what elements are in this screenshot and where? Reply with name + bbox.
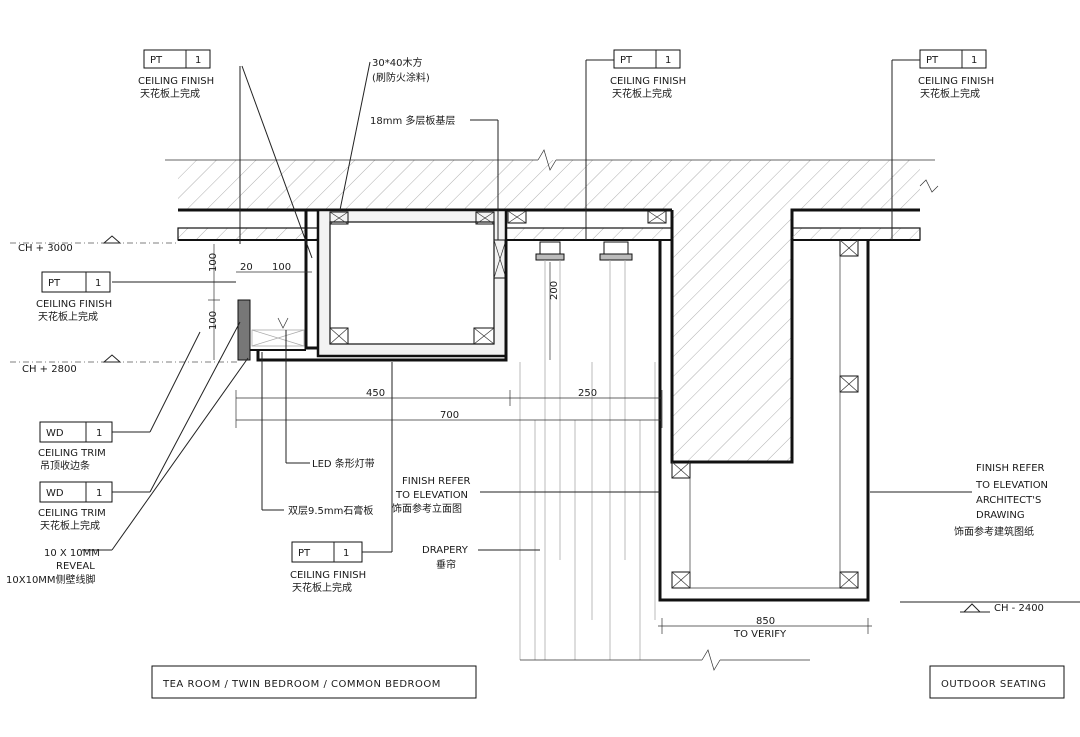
svg-text:PT: PT — [150, 55, 163, 66]
room-label-right: OUTDOOR SEATING — [929, 665, 1065, 699]
dim-450: 450 — [366, 388, 385, 399]
reveal-note-cn: 10X10MM侧壁线脚 — [6, 573, 96, 586]
svg-text:PT: PT — [298, 548, 311, 559]
dim-700: 700 — [440, 410, 459, 421]
svg-text:1: 1 — [195, 55, 201, 66]
svg-text:OUTDOOR SEATING: OUTDOOR SEATING — [941, 679, 1046, 690]
ceiling-finish-en-2: CEILING FINISH — [610, 76, 686, 87]
level-ch-3000: CH + 3000 — [18, 243, 73, 254]
ceiling-finish-en-5: CEILING FINISH — [290, 570, 366, 581]
tag-wd-upper: WD 1 — [39, 421, 113, 443]
reveal-note-1: 10 X 10MM — [44, 548, 100, 559]
wood-member-note: 30*40木方 — [372, 56, 422, 69]
tag-pt-top-left: PT 1 — [143, 49, 211, 69]
svg-text:1: 1 — [343, 548, 349, 559]
reveal-note-2: REVEAL — [56, 561, 95, 572]
svg-text:1: 1 — [95, 278, 101, 289]
ceiling-finish-cn-1: 天花板上完成 — [140, 87, 200, 100]
ceiling-finish-cn-4: 天花板上完成 — [38, 310, 98, 323]
tag-wd-lower: WD 1 — [39, 481, 113, 503]
ceiling-finish-en-3: CEILING FINISH — [918, 76, 994, 87]
ceiling-trim-cn-2: 天花板上完成 — [40, 519, 100, 532]
drapery-en: DRAPERY — [422, 545, 469, 556]
svg-text:WD: WD — [46, 428, 64, 439]
dim-100-upper: 100 — [208, 253, 219, 272]
dim-100-lower: 100 — [208, 311, 219, 330]
drapery-lines — [519, 362, 656, 660]
arch-note-1: FINISH REFER — [976, 463, 1045, 474]
ceiling-finish-cn-5: 天花板上完成 — [292, 581, 352, 594]
dim-250: 250 — [578, 388, 597, 399]
arch-note-cn: 饰面参考建筑图纸 — [954, 525, 1034, 538]
ceiling-trim-cn-1: 吊顶收边条 — [40, 459, 90, 472]
tag-pt-top-mid: PT 1 — [613, 49, 681, 69]
concrete-slab — [165, 149, 939, 464]
level-ch-2800: CH + 2800 — [22, 364, 77, 375]
ceiling-board-layers — [177, 227, 921, 241]
ceiling-finish-en-4: CEILING FINISH — [36, 299, 112, 310]
ceiling-trim-en-2: CEILING TRIM — [38, 508, 106, 519]
ceiling-finish-en-1: CEILING FINISH — [138, 76, 214, 87]
ceiling-finish-cn-3: 天花板上完成 — [920, 87, 980, 100]
svg-text:1: 1 — [96, 488, 102, 499]
arch-note-3: ARCHITECT'S — [976, 495, 1041, 506]
arch-note-4: DRAWING — [976, 510, 1025, 521]
svg-text:1: 1 — [96, 428, 102, 439]
tag-pt-top-right: PT 1 — [919, 49, 987, 69]
section-break-line — [520, 649, 810, 671]
light-fixtures — [535, 241, 633, 660]
dimension-lines — [208, 244, 872, 634]
ceiling-trim-en-1: CEILING TRIM — [38, 448, 106, 459]
dim-20: 20 — [240, 262, 253, 273]
drapery-cn: 垂帘 — [436, 558, 456, 571]
ceiling-finish-cn-2: 天花板上完成 — [612, 87, 672, 100]
finish-refer-cn: 饰面参考立面图 — [392, 502, 462, 515]
svg-text:1: 1 — [665, 55, 671, 66]
tag-pt-left-mid: PT 1 — [41, 271, 111, 293]
to-verify-note: TO VERIFY — [733, 629, 787, 640]
plywood-note: 18mm 多层板基层 — [370, 114, 455, 127]
tag-pt-bottom: PT 1 — [291, 541, 363, 563]
svg-text:TEA ROOM / TWIN BEDROOM / COMM: TEA ROOM / TWIN BEDROOM / COMMON BEDROOM — [162, 679, 441, 690]
drop-ceiling — [237, 210, 508, 362]
svg-text:WD: WD — [46, 488, 64, 499]
led-note: LED 条形灯带 — [312, 457, 375, 470]
leader-lines — [82, 59, 972, 553]
svg-text:PT: PT — [620, 55, 633, 66]
svg-text:1: 1 — [971, 55, 977, 66]
svg-text:PT: PT — [48, 278, 61, 289]
level-lines — [10, 235, 1080, 613]
gypsum-note: 双层9.5mm石膏板 — [288, 504, 373, 517]
bulkhead-box — [316, 208, 667, 358]
finish-refer-2: TO ELEVATION — [395, 490, 468, 501]
level-ch-2400: CH - 2400 — [994, 603, 1044, 614]
room-label-left: TEA ROOM / TWIN BEDROOM / COMMON BEDROOM — [151, 665, 477, 699]
svg-text:PT: PT — [926, 55, 939, 66]
finish-refer-1: FINISH REFER — [402, 476, 471, 487]
arch-note-2: TO ELEVATION — [975, 480, 1048, 491]
dim-100-top: 100 — [272, 262, 291, 273]
dim-850: 850 — [756, 616, 775, 627]
dim-200: 200 — [549, 281, 560, 300]
fireproof-note: (刷防火涂料) — [372, 71, 430, 84]
